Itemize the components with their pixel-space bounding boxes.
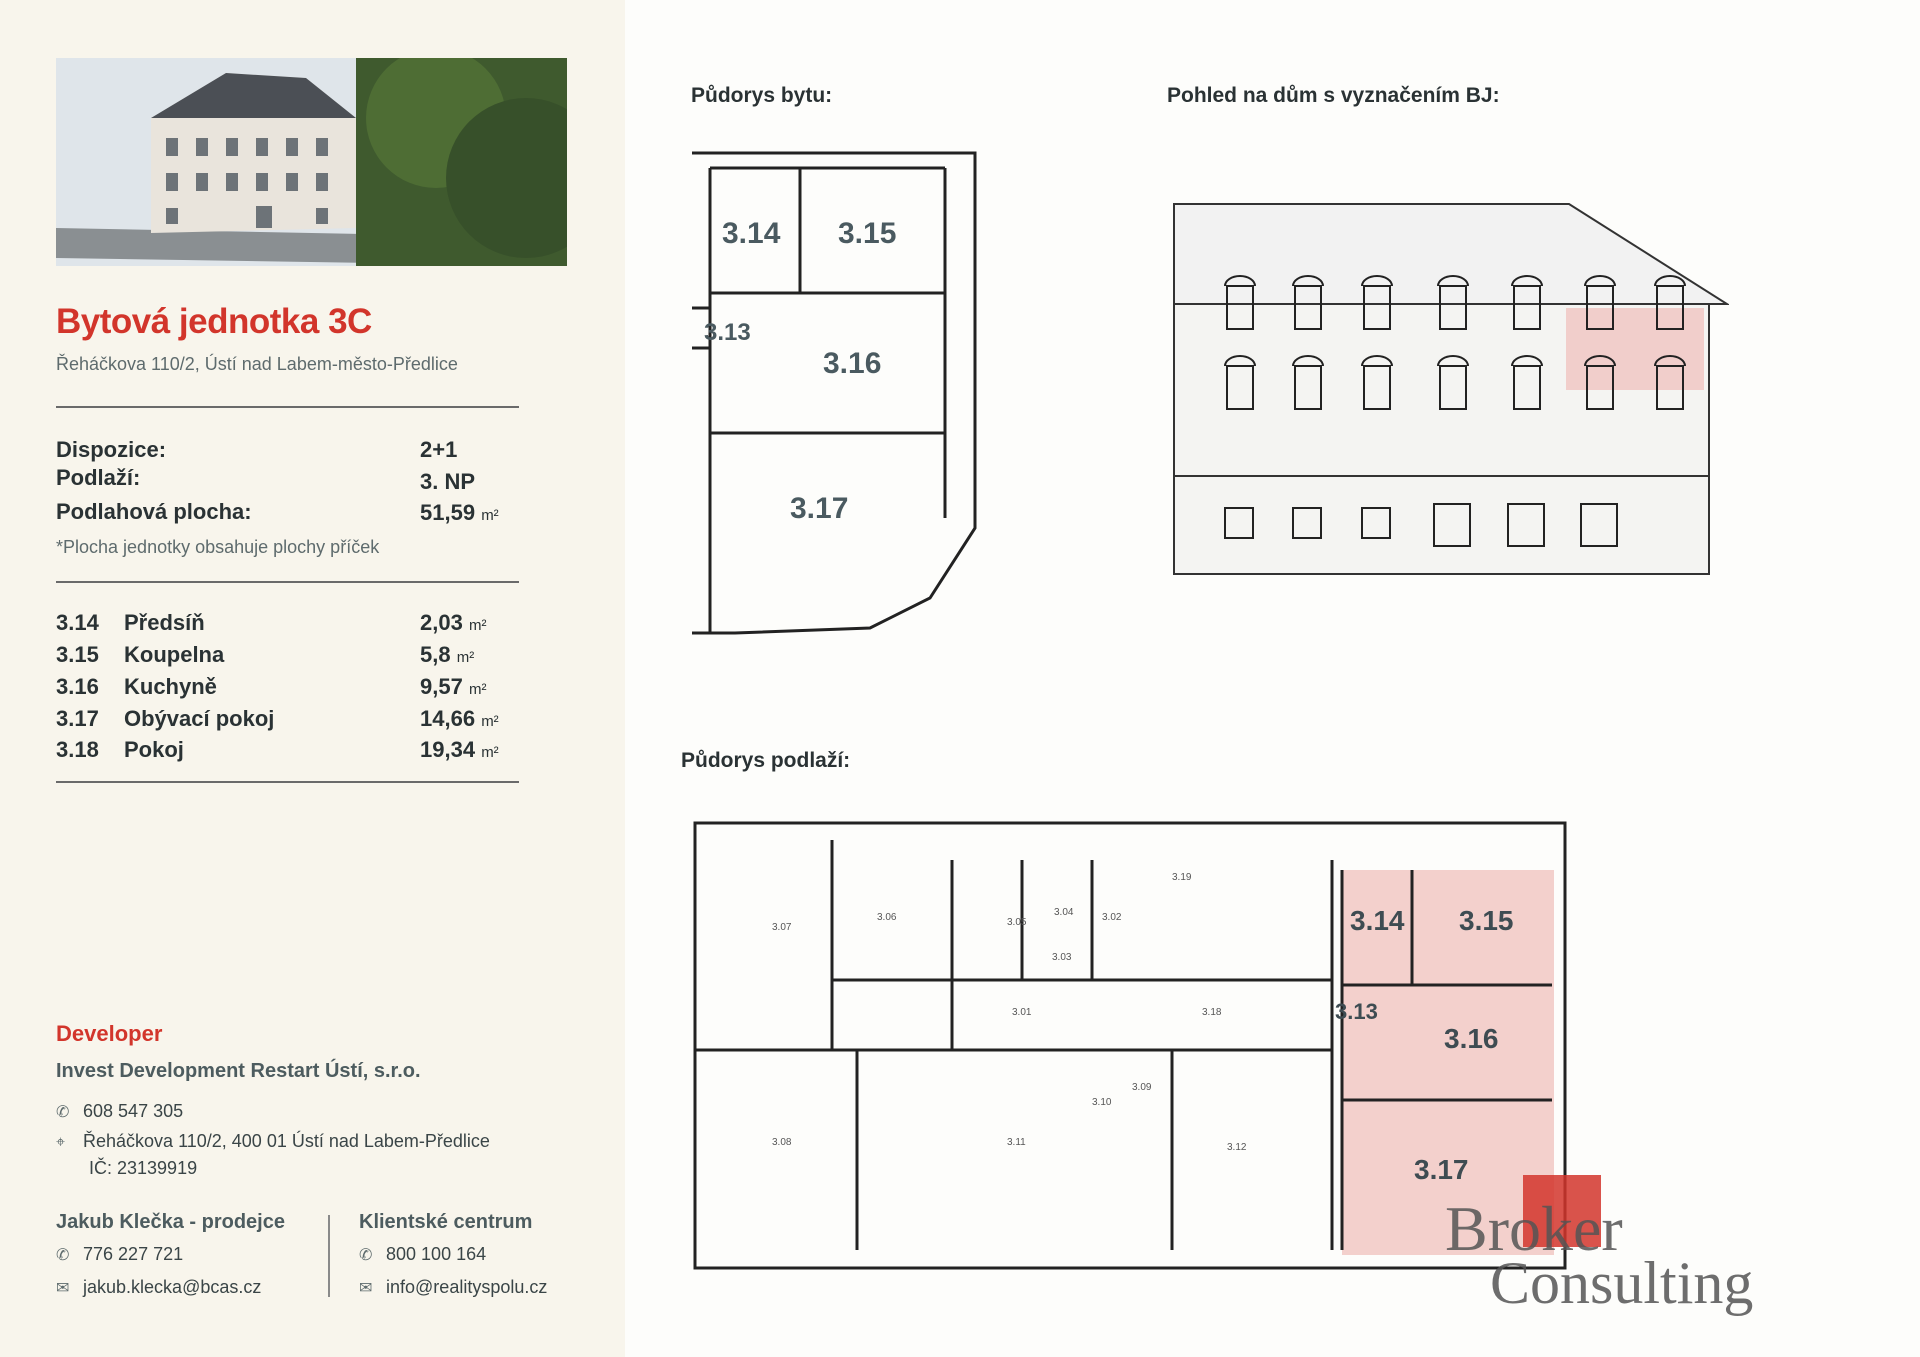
seller-email: ✉ jakub.klecka@bcas.cz (56, 1277, 261, 1298)
area-note: *Plocha jednotky obsahuje plochy příček (56, 537, 380, 557)
email-link[interactable]: info@realityspolu.cz (386, 1277, 548, 1297)
room-label: 3.15 (838, 217, 896, 250)
location-pin-icon: ⌖ (56, 1134, 66, 1151)
spec-label: Podlahová plocha: (56, 499, 252, 524)
seller-heading: Jakub Klečka - prodejce (56, 1211, 285, 1233)
room-label: 3.17 (1414, 1154, 1469, 1185)
room-label: 3.07 (772, 922, 792, 933)
apartment-plan-heading: Půdorys bytu: (691, 84, 833, 107)
room-label: 3.10 (1092, 1097, 1112, 1108)
unit-highlight (1566, 308, 1704, 390)
facade-drawing (1173, 203, 1729, 575)
room-area: 9,57 m² (420, 674, 487, 699)
room-label: 3.19 (1172, 872, 1192, 883)
mail-icon: ✉ (56, 1280, 70, 1297)
spec-value: 2+1 (420, 437, 458, 462)
client-center-heading: Klientské centrum (359, 1211, 533, 1233)
room-name: Koupelna (124, 642, 225, 667)
room-name: Pokoj (124, 737, 184, 762)
floor-plan-heading: Půdorys podlaží: (681, 749, 851, 772)
spec-value: 3. NP (420, 469, 476, 494)
unit-title: Bytová jednotka 3C (56, 302, 372, 341)
room-number: 3.17 (56, 706, 99, 731)
room-label: 3.16 (823, 347, 881, 380)
divider (56, 406, 519, 408)
phone-link[interactable]: 800 100 164 (386, 1244, 487, 1264)
room-label: 3.09 (1132, 1082, 1152, 1093)
phone-link[interactable]: 776 227 721 (83, 1244, 184, 1264)
room-number: 3.15 (56, 642, 99, 667)
mail-icon: ✉ (359, 1280, 373, 1297)
client-center-email: ✉ info@realityspolu.cz (359, 1277, 547, 1298)
logo-text: Consulting (1490, 1250, 1754, 1316)
room-label: 3.05 (1007, 917, 1027, 928)
developer-heading: Developer (56, 1021, 163, 1046)
developer-phone: ✆ 608 547 305 (56, 1101, 183, 1122)
room-area: 14,66 m² (420, 706, 499, 731)
building-photo (56, 58, 567, 266)
room-label: 3.08 (772, 1137, 792, 1148)
spec-label: Podlaží: (56, 465, 141, 490)
room-label: 3.02 (1102, 912, 1122, 923)
seller-phone: ✆ 776 227 721 (56, 1244, 183, 1265)
room-label: 3.16 (1444, 1023, 1499, 1054)
developer-address: ⌖ Řeháčkova 110/2, 400 01 Ústí nad Labem… (56, 1131, 490, 1152)
room-label: 3.17 (790, 492, 848, 525)
phone-icon: ✆ (56, 1247, 70, 1264)
room-label: 3.06 (877, 912, 897, 923)
room-label: 3.15 (1459, 905, 1514, 936)
broker-consulting-logo: Broker Consulting (1445, 1175, 1835, 1320)
unit-highlight (1342, 870, 1554, 1255)
facade-heading: Pohled na dům s vyznačením BJ: (1167, 84, 1500, 107)
logo-text: Broker (1445, 1193, 1623, 1264)
room-area: 5,8 m² (420, 642, 475, 667)
room-area: 19,34 m² (420, 737, 499, 762)
room-name: Obývací pokoj (124, 706, 275, 731)
phone-icon: ✆ (56, 1104, 70, 1121)
contact-divider (328, 1215, 330, 1297)
room-label: 3.04 (1054, 907, 1074, 918)
room-label: 3.18 (1202, 1007, 1222, 1018)
developer-company: Invest Development Restart Ústí, s.r.o. (56, 1060, 421, 1082)
address-text: Řeháčkova 110/2, 400 01 Ústí nad Labem-P… (83, 1131, 490, 1151)
divider (56, 781, 519, 783)
client-center-phone: ✆ 800 100 164 (359, 1244, 486, 1265)
room-name: Kuchyně (124, 674, 217, 699)
unit-address: Řeháčkova 110/2, Ústí nad Labem-město-Př… (56, 354, 458, 374)
room-label: 3.14 (1350, 905, 1405, 936)
room-label: 3.13 (704, 319, 751, 346)
room-area: 2,03 m² (420, 610, 487, 635)
room-label: 3.13 (1335, 999, 1378, 1024)
room-label: 3.11 (1007, 1137, 1026, 1148)
room-name: Předsíň (124, 610, 205, 635)
room-label: 3.14 (722, 217, 781, 250)
room-label: 3.01 (1012, 1007, 1032, 1018)
room-number: 3.16 (56, 674, 99, 699)
phone-icon: ✆ (359, 1247, 373, 1264)
room-label: 3.03 (1052, 952, 1072, 963)
spec-value: 51,59 m² (420, 500, 499, 525)
apartment-plan: 3.14 3.15 3.13 3.16 3.17 (692, 151, 977, 635)
spec-label: Dispozice: (56, 437, 167, 462)
email-link[interactable]: jakub.klecka@bcas.cz (83, 1277, 262, 1297)
developer-ic: IČ: 23139919 (89, 1158, 198, 1178)
floor-plan: 3.07 3.06 3.05 3.04 3.02 3.03 3.01 3.19 3.18 3.08… (693, 821, 1567, 1270)
divider (56, 581, 519, 583)
room-number: 3.18 (56, 737, 99, 762)
phone-text: 608 547 305 (83, 1101, 184, 1121)
room-number: 3.14 (56, 610, 99, 635)
room-label: 3.12 (1227, 1142, 1247, 1153)
